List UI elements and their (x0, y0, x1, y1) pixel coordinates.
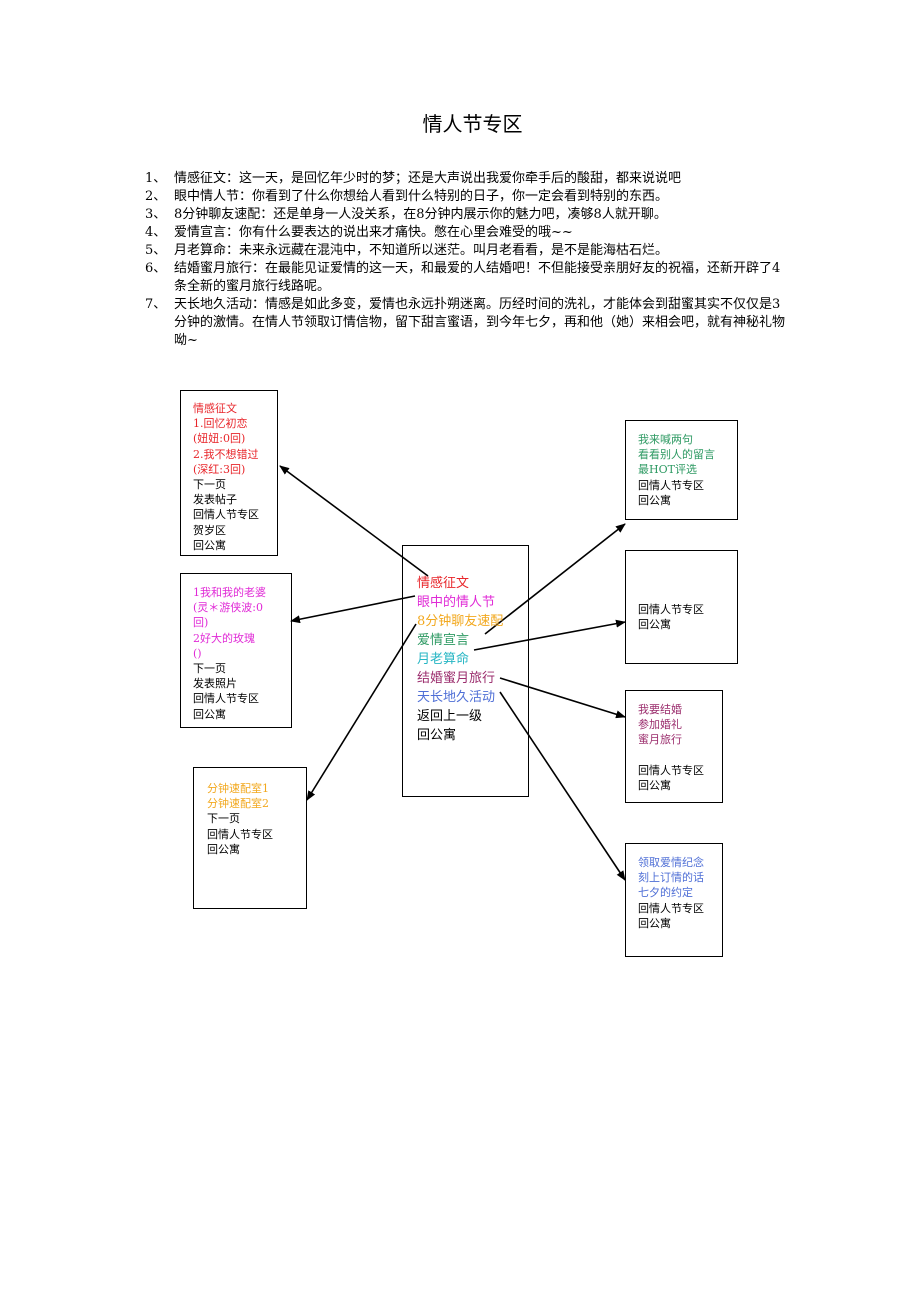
post-link[interactable]: 1我和我的老婆 (193, 586, 266, 599)
item-text: 结婚蜜月旅行：在最能见证爱情的这一天，和最爱的人结婚吧！不但能接受亲朋好友的祝福… (174, 261, 781, 294)
back-to-valentine-link[interactable]: 回情人节专区 (638, 901, 704, 915)
essay-box: 情感征文 1.回忆初恋 (妞妞:0回) 2.我不想错过 (深红:3回) 下一页 … (180, 390, 278, 556)
declaration-box: 我来喊两句 看看别人的留言 最HOT评选 回情人节专区 回公寓 (625, 420, 738, 520)
apartment-link[interactable]: 回公寓 (193, 538, 226, 552)
qixi-promise-link[interactable]: 七夕的约定 (638, 886, 693, 900)
menu-fortune[interactable]: 月老算命 (417, 652, 470, 667)
menu-eyes[interactable]: 眼中的情人节 (417, 595, 496, 610)
post-meta: (妞妞:0回) (193, 432, 246, 446)
list-item: 5、月老算命：未来永远藏在混沌中，不知道所以迷茫。叫月老看看，是不是能海枯石烂。 (145, 242, 785, 260)
arrow-to-essay (279, 465, 429, 577)
list-item: 1、情感征文：这一天，是回忆年少时的梦；还是大声说出我爱你牵手后的酸甜，都来说说… (145, 170, 785, 188)
item-text: 爱情宣言：你有什么要表达的说出来才痛快。憋在心里会难受的哦~~ (174, 225, 573, 240)
get-married-link[interactable]: 我要结婚 (638, 703, 682, 716)
attend-wedding-link[interactable]: 参加婚礼 (638, 718, 682, 732)
apartment-link[interactable]: 回公寓 (638, 916, 671, 930)
item-text: 月老算命：未来永远藏在混沌中，不知道所以迷茫。叫月老看看，是不是能海枯石烂。 (174, 243, 669, 258)
post-link[interactable]: 2好大的玫瑰 (193, 631, 255, 645)
arrow-to-declare (484, 523, 626, 635)
page-title: 情人节专区 (422, 112, 523, 136)
room-link[interactable]: 分钟速配室1 (207, 782, 269, 795)
post-meta: () (193, 646, 202, 660)
back-to-valentine-link[interactable]: 回情人节专区 (638, 603, 704, 616)
arrow-to-wedding (499, 677, 626, 719)
next-page-link[interactable]: 下一页 (193, 662, 226, 676)
apartment-link[interactable]: 回公寓 (638, 779, 671, 793)
item-text: 眼中情人节：你看到了什么你想给人看到什么特别的日子，你一定会看到特别的东西。 (174, 189, 669, 204)
back-to-valentine-link[interactable]: 回情人节专区 (193, 508, 259, 522)
post-meta: (灵＊游侠波:0 (193, 601, 263, 615)
menu-declaration[interactable]: 爱情宣言 (417, 633, 470, 648)
menu-speed-date[interactable]: 8分钟聊友速配 (417, 614, 504, 629)
apartment-link[interactable]: 回公寓 (638, 493, 671, 507)
list-item: 2、眼中情人节：你看到了什么你想给人看到什么特别的日子，你一定会看到特别的东西。 (145, 188, 785, 206)
arrow-to-speed (306, 623, 417, 801)
menu-wedding[interactable]: 结婚蜜月旅行 (417, 671, 496, 686)
room-link[interactable]: 分钟速配室2 (207, 797, 269, 811)
item-text: 8分钟聊友速配：还是单身一人没关系，在8分钟内展示你的魅力吧，凑够8人就开聊。 (174, 207, 667, 222)
item-number: 7、 (145, 297, 167, 312)
list-item: 3、 8分钟聊友速配：还是单身一人没关系，在8分钟内展示你的魅力吧，凑够8人就开聊… (145, 206, 785, 224)
new-post-link[interactable]: 发表帖子 (193, 493, 237, 507)
item-number: 1、 (145, 171, 167, 186)
back-to-valentine-link[interactable]: 回情人节专区 (193, 692, 259, 706)
arrow-to-forever (499, 691, 626, 881)
box-heading: 情感征文 (193, 402, 237, 415)
item-number: 3、 (145, 207, 167, 222)
item-text: 天长地久活动：情感是如此多变，爱情也永远扑朔迷离。历经时间的洗礼，才能体会到甜蜜… (174, 297, 786, 348)
back-to-valentine-link[interactable]: 回情人节专区 (638, 763, 704, 777)
claim-souvenir-link[interactable]: 领取爱情纪念 (638, 856, 704, 869)
post-meta: (深红:3回) (193, 462, 246, 476)
feature-list: 1、情感征文：这一天，是回忆年少时的梦；还是大声说出我爱你牵手后的酸甜，都来说说… (145, 170, 785, 350)
back-to-valentine-link[interactable]: 回情人节专区 (638, 478, 704, 492)
forever-box: 领取爱情纪念 刻上订情的话 七夕的约定 回情人节专区 回公寓 (625, 843, 723, 957)
new-photo-link[interactable]: 发表照片 (193, 677, 237, 691)
arrow-to-eyes (290, 595, 416, 624)
next-page-link[interactable]: 下一页 (193, 478, 226, 492)
post-link[interactable]: 1.回忆初恋 (193, 417, 248, 431)
menu-back[interactable]: 返回上一级 (417, 709, 483, 724)
arrow-to-fortune (473, 619, 626, 651)
honeymoon-link[interactable]: 蜜月旅行 (638, 733, 682, 747)
list-item: 7、天长地久活动：情感是如此多变，爱情也永远扑朔迷离。历经时间的洗礼，才能体会到… (145, 296, 785, 350)
spacer-line (638, 748, 722, 763)
wedding-box: 我要结婚 参加婚礼 蜜月旅行 回情人节专区 回公寓 (625, 690, 723, 803)
center-menu-box: 情感征文 眼中的情人节 8分钟聊友速配 爱情宣言 月老算命 结婚蜜月旅行 天长地… (402, 545, 529, 797)
item-number: 5、 (145, 243, 167, 258)
apartment-link[interactable]: 回公寓 (193, 707, 226, 721)
item-text: 情感征文：这一天，是回忆年少时的梦；还是大声说出我爱你牵手后的酸甜，都来说说吧 (174, 171, 682, 186)
menu-forever[interactable]: 天长地久活动 (417, 690, 496, 705)
apartment-link[interactable]: 回公寓 (207, 842, 240, 856)
view-messages-link[interactable]: 看看别人的留言 (638, 448, 715, 462)
list-item: 6、结婚蜜月旅行：在最能见证爱情的这一天，和最爱的人结婚吧！不但能接受亲朋好友的… (145, 260, 785, 296)
shout-link[interactable]: 我来喊两句 (638, 433, 693, 446)
list-item: 4、爱情宣言：你有什么要表达的说出来才痛快。憋在心里会难受的哦~~ (145, 224, 785, 242)
next-page-link[interactable]: 下一页 (207, 812, 240, 826)
item-number: 6、 (145, 261, 167, 276)
menu-apartment[interactable]: 回公寓 (417, 728, 457, 743)
new-year-zone-link[interactable]: 贺岁区 (193, 523, 226, 537)
item-number: 2、 (145, 189, 167, 204)
item-number: 4、 (145, 225, 167, 240)
fortune-box: 回情人节专区 回公寓 (625, 550, 738, 664)
hot-vote-link[interactable]: 最HOT评选 (638, 463, 697, 477)
menu-essay[interactable]: 情感征文 (417, 576, 470, 591)
post-link[interactable]: 2.我不想错过 (193, 447, 259, 461)
back-to-valentine-link[interactable]: 回情人节专区 (207, 827, 273, 841)
apartment-link[interactable]: 回公寓 (638, 618, 671, 632)
post-meta: 回) (193, 616, 209, 630)
speed-date-box: 分钟速配室1 分钟速配室2 下一页 回情人节专区 回公寓 (193, 767, 307, 909)
eyes-box: 1我和我的老婆 (灵＊游侠波:0 回) 2好大的玫瑰 () 下一页 发表照片 回… (180, 573, 292, 728)
engrave-words-link[interactable]: 刻上订情的话 (638, 871, 704, 885)
